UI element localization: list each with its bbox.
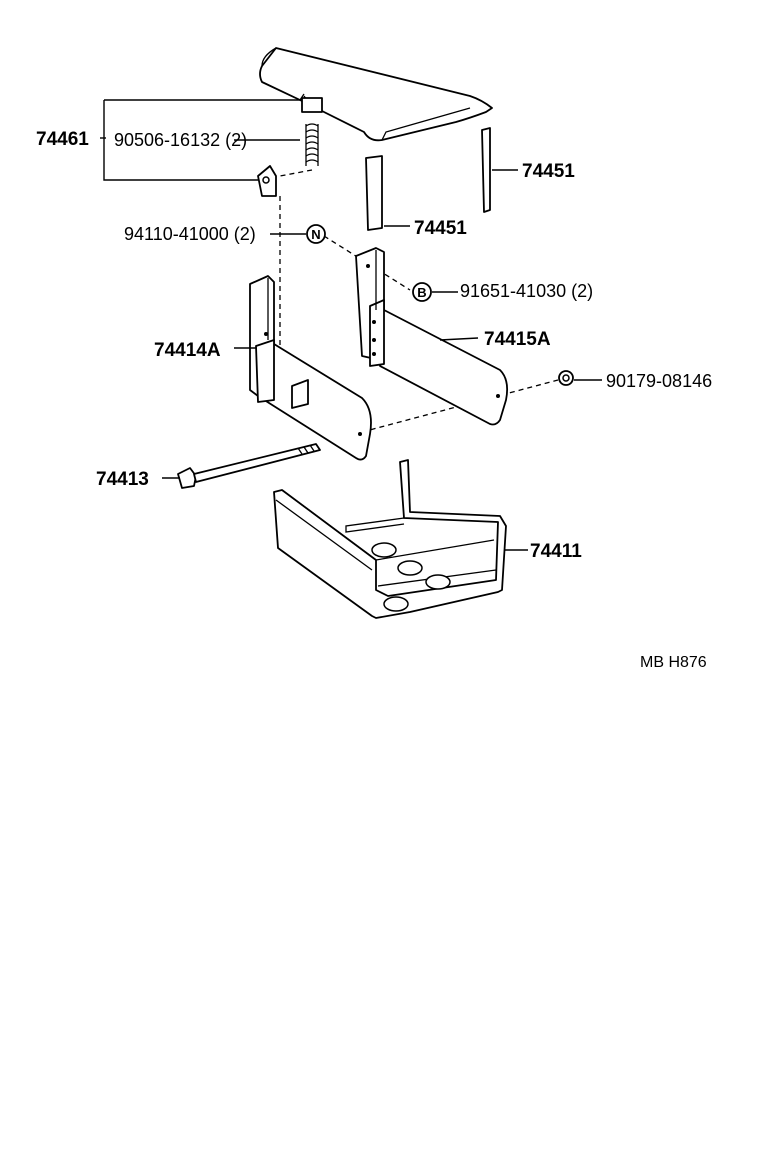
diagram-code: MB H876 [640, 654, 707, 671]
nut-part [558, 370, 602, 386]
symbol-b-label: B [417, 285, 426, 300]
hinge-plate-part [257, 165, 277, 197]
symbol-n-label: N [311, 227, 320, 242]
label-74451-center: 74451 [414, 218, 467, 239]
label-91651-41030: 91651-41030 (2) [460, 281, 593, 301]
alignment-line-n-b [323, 235, 411, 291]
label-74414a: 74414A [154, 340, 221, 361]
alignment-line-spring [279, 169, 313, 177]
leader-74461 [100, 99, 302, 181]
label-94110-41000: 94110-41000 (2) [124, 224, 256, 244]
hinge-bracket-top [301, 97, 323, 113]
spring-part [305, 123, 319, 166]
symbol-n-circle: N [270, 224, 326, 244]
symbol-b-circle: B [412, 282, 458, 302]
hinge-pin-center [365, 155, 410, 231]
label-74461: 74461 [36, 129, 89, 150]
label-74451-right: 74451 [522, 161, 575, 182]
side-panel-left [234, 275, 372, 461]
tray-part [273, 459, 528, 619]
label-74413: 74413 [96, 469, 149, 490]
label-74411: 74411 [530, 541, 582, 562]
bolt-part [162, 443, 321, 489]
hinge-pin-right [481, 127, 518, 213]
side-panel-right [355, 247, 509, 426]
lid-part [259, 47, 493, 142]
label-90506-16132: 90506-16132 (2) [114, 130, 247, 150]
label-90179-08146: 90179-08146 [606, 371, 712, 391]
label-74415a: 74415A [484, 329, 551, 350]
